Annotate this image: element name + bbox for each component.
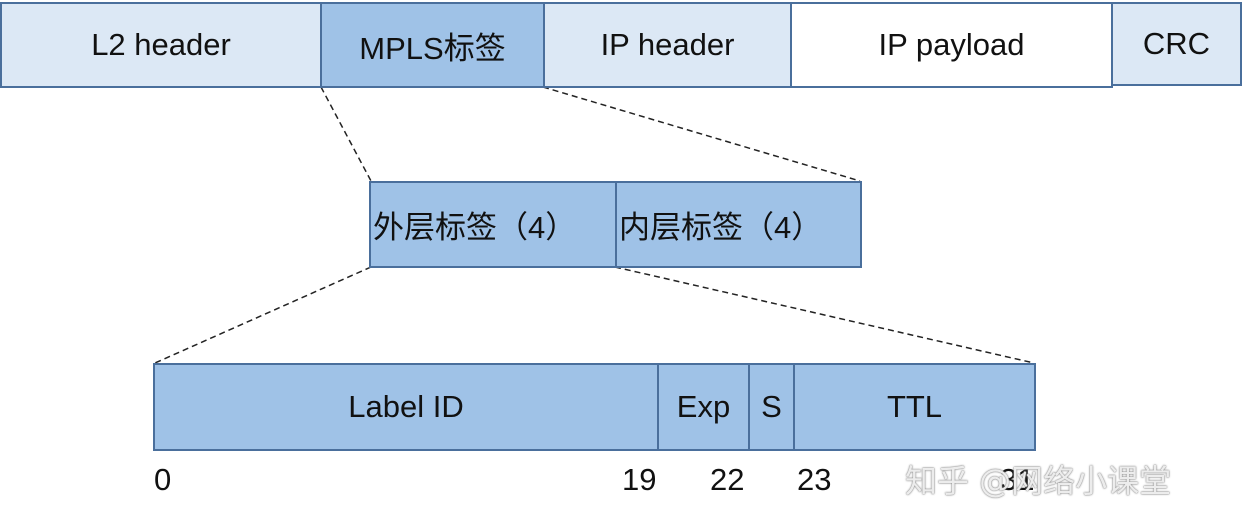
bit-position-19: 19 bbox=[622, 462, 657, 497]
inner-label-text: 内层标签（4） bbox=[619, 210, 823, 245]
bit-position-22: 22 bbox=[710, 462, 745, 497]
ttl-text: TTL bbox=[886, 389, 943, 424]
ttl-field: TTL bbox=[793, 363, 1036, 451]
zoom-line-left-top bbox=[320, 86, 372, 182]
bit-position-31: 31 bbox=[1000, 462, 1035, 497]
exp-text: Exp bbox=[676, 389, 731, 424]
l2-header-cell: L2 header bbox=[0, 2, 322, 88]
outer-label-cell: 外层标签（4） bbox=[369, 181, 617, 268]
label-id-text: Label ID bbox=[348, 389, 464, 424]
ip-header-cell: IP header bbox=[543, 2, 792, 88]
ip-payload-label: IP payload bbox=[878, 27, 1025, 62]
bit-position-23: 23 bbox=[797, 462, 832, 497]
crc-cell: CRC bbox=[1111, 2, 1242, 86]
mpls-label-cell: MPLS标签 bbox=[320, 2, 545, 88]
ip-payload-cell: IP payload bbox=[790, 2, 1113, 88]
ip-header-label: IP header bbox=[600, 27, 735, 62]
zoom-line-right-bottom bbox=[614, 266, 1035, 364]
label-id-field: Label ID bbox=[153, 363, 659, 451]
watermark-text: 知乎 @网络小课堂 bbox=[905, 462, 1172, 500]
zoom-line-right-top bbox=[542, 86, 861, 182]
exp-field: Exp bbox=[657, 363, 750, 451]
bit-position-0: 0 bbox=[154, 462, 172, 497]
s-field: S bbox=[748, 363, 795, 451]
mpls-label-text: MPLS标签 bbox=[359, 30, 506, 66]
zoom-line-left-bottom bbox=[154, 266, 372, 364]
s-text: S bbox=[761, 389, 782, 424]
outer-label-text: 外层标签（4） bbox=[373, 210, 577, 245]
l2-header-label: L2 header bbox=[91, 27, 231, 62]
crc-label: CRC bbox=[1142, 26, 1211, 61]
inner-label-cell: 内层标签（4） bbox=[615, 181, 862, 268]
